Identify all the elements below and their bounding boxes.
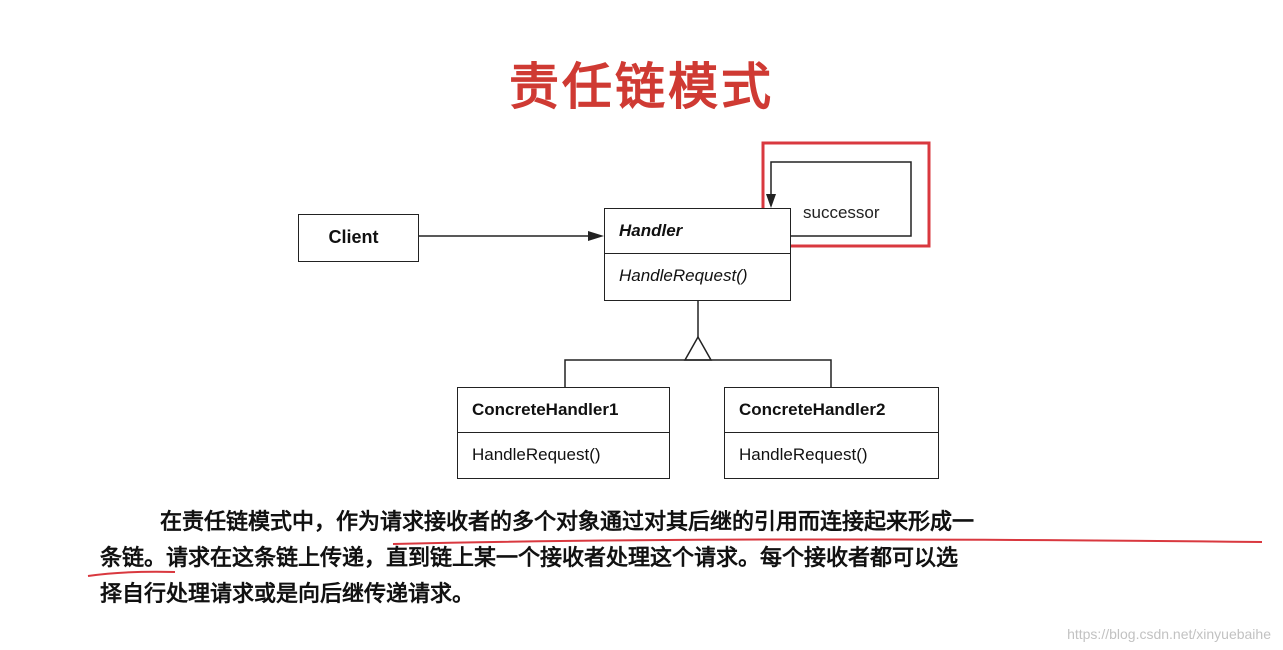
concrete-handler-1-name: ConcreteHandler1 <box>472 400 619 419</box>
successor-arrowhead <box>766 194 776 208</box>
client-label: Client <box>328 227 379 247</box>
inheritance-triangle <box>683 335 713 361</box>
client-box: Client <box>298 214 419 262</box>
watermark: https://blog.csdn.net/xinyuebaihe <box>1067 626 1271 642</box>
handler-method: HandleRequest() <box>605 253 790 297</box>
successor-loop-line <box>770 161 912 237</box>
concrete-handler-1-class: ConcreteHandler1 HandleRequest() <box>457 387 670 479</box>
successor-label: successor <box>803 203 880 222</box>
page-title: 责任链模式 <box>509 58 774 116</box>
concrete-handler-1-method: HandleRequest() <box>458 432 669 476</box>
client-handler-arrowhead <box>588 231 604 241</box>
handler-class: Handler HandleRequest() <box>604 208 791 301</box>
description-line-1: 在责任链模式中，作为请求接收者的多个对象通过对其后继的引用而连接起来形成一 <box>160 510 975 535</box>
inheritance-branches <box>564 359 832 388</box>
description-line-2: 条链。请求在这条链上传递，直到链上某一个接收者处理这个请求。每个接收者都可以选 <box>100 546 959 571</box>
concrete-handler-2-class: ConcreteHandler2 HandleRequest() <box>724 387 939 479</box>
concrete-handler-2-method: HandleRequest() <box>725 432 938 476</box>
underline-1 <box>392 538 1263 545</box>
underline-2 <box>87 570 176 577</box>
concrete-handler-2-name: ConcreteHandler2 <box>739 400 886 419</box>
highlight-box <box>761 141 931 248</box>
description-paragraph: 在责任链模式中，作为请求接收者的多个对象通过对其后继的引用而连接起来形成一 条链… <box>100 505 1260 613</box>
description-line-3: 择自行处理请求或是向后继传递请求。 <box>100 582 475 607</box>
handler-name: Handler <box>619 221 683 240</box>
